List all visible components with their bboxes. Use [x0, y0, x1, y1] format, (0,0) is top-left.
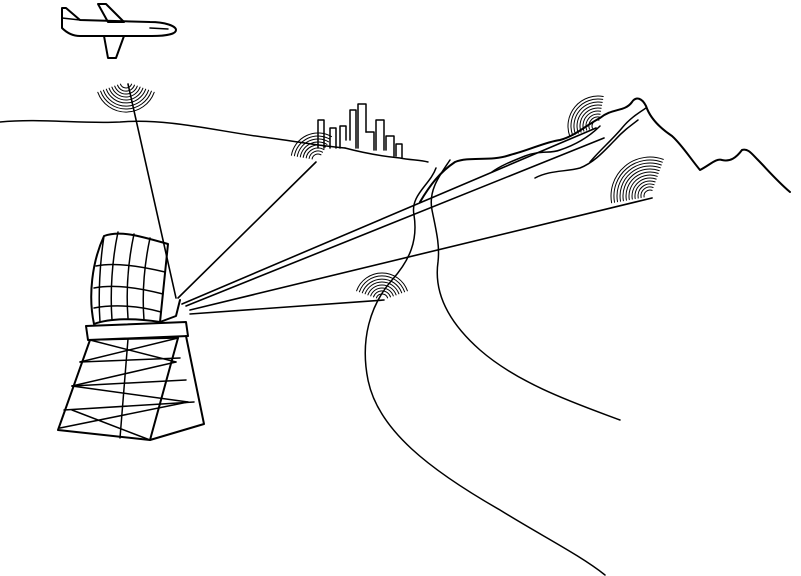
- echo-arc: [296, 138, 329, 157]
- echo-arc: [576, 104, 603, 134]
- echo-arc: [290, 132, 332, 156]
- echo-arc: [108, 87, 144, 101]
- radar-beams: [127, 83, 653, 315]
- echo-arc: [570, 98, 604, 136]
- echo-arc: [356, 272, 408, 292]
- echo-arc-icon: [97, 83, 664, 299]
- radar-antenna-icon: [90, 231, 181, 325]
- echo-arc: [102, 89, 150, 107]
- horizon-line: [0, 119, 346, 149]
- echo-arc: [111, 86, 141, 98]
- echo-arc: [634, 180, 656, 200]
- lattice-tower-icon: [57, 321, 205, 441]
- echo-arc: [628, 174, 658, 201]
- echo-arc: [114, 85, 138, 95]
- river-bank-left: [364, 167, 606, 576]
- beam-to-river: [189, 299, 385, 315]
- echo-arc: [105, 88, 147, 104]
- echo-arc: [370, 287, 394, 297]
- echo-arc: [582, 110, 602, 132]
- echo-arc: [579, 107, 602, 133]
- city-skyline-icon: [317, 103, 429, 163]
- airplane-icon: [61, 3, 177, 59]
- echo-arc: [358, 275, 406, 293]
- echo-arc: [375, 293, 389, 299]
- echo-arc: [622, 168, 660, 202]
- echo-arcs-aircraft: [97, 83, 155, 113]
- echo-arc: [361, 278, 403, 294]
- echo-arc: [591, 119, 600, 129]
- echo-arc: [567, 95, 604, 137]
- echo-arcs-mountain-peak: [567, 95, 604, 137]
- echo-arc: [619, 165, 661, 202]
- beam-to-mountain-peak: [181, 127, 597, 305]
- echo-arc: [293, 135, 331, 157]
- echo-arc: [588, 116, 601, 130]
- echo-arcs-mountain-slope: [610, 156, 664, 204]
- echo-arc: [613, 159, 663, 203]
- echo-arc: [585, 113, 601, 131]
- echo-arc: [373, 290, 391, 298]
- mountain-slope: [589, 107, 647, 163]
- echo-arc: [637, 183, 655, 199]
- echo-arc: [97, 91, 155, 113]
- echo-arcs-city: [290, 132, 332, 160]
- echo-arc: [631, 177, 657, 200]
- echo-arc: [311, 153, 322, 160]
- echo-arc: [640, 186, 654, 199]
- echo-arc: [302, 144, 326, 158]
- mountain-foothill: [534, 119, 639, 179]
- echo-arc: [610, 156, 664, 204]
- echo-arc: [625, 171, 659, 201]
- beam-to-mountain-peak-lower: [185, 137, 605, 307]
- mountain-inner-ridge: [491, 125, 601, 173]
- river-bank-right: [430, 159, 621, 421]
- echo-arc: [117, 84, 135, 92]
- beam-to-mountain-slope: [189, 197, 653, 311]
- beam-to-city: [177, 161, 317, 299]
- echo-arc: [616, 162, 662, 203]
- echo-arc: [305, 147, 325, 159]
- echo-arc: [299, 141, 328, 158]
- echo-arc: [367, 284, 397, 296]
- echo-arc: [119, 83, 133, 89]
- mountain-ridge: [419, 97, 791, 203]
- echo-arc: [573, 101, 603, 135]
- echo-arc: [100, 90, 152, 110]
- echo-arc: [308, 150, 323, 159]
- echo-arc: [643, 189, 653, 198]
- echo-arcs-river: [356, 272, 408, 299]
- echo-arc: [364, 281, 400, 295]
- beam-to-aircraft: [127, 83, 177, 299]
